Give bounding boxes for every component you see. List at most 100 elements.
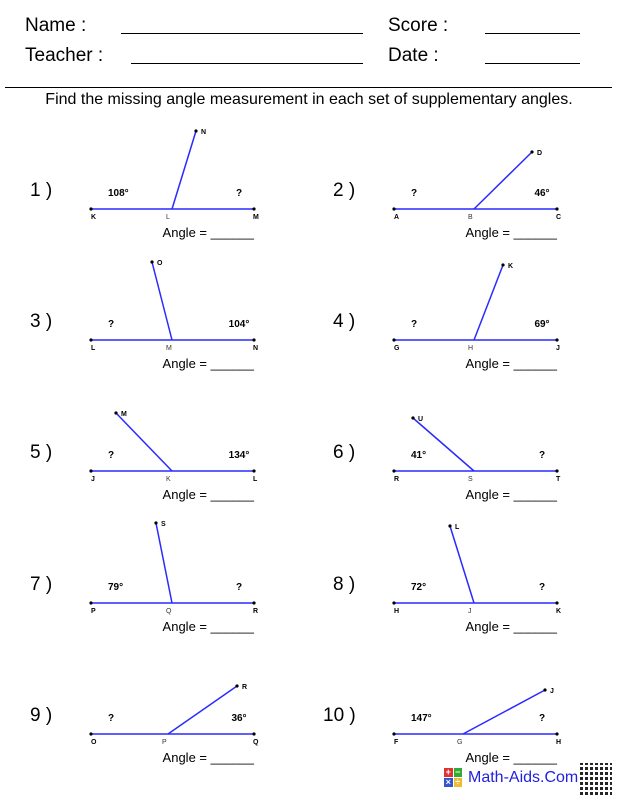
point-dot	[89, 207, 93, 211]
logo-divide: ÷	[453, 777, 462, 787]
point-label: K	[91, 214, 96, 221]
point-dot	[252, 338, 256, 342]
vertex-label: L	[166, 214, 170, 221]
point-dot	[89, 469, 93, 473]
point-label: N	[253, 345, 258, 352]
left-angle-value: 108°	[108, 188, 129, 199]
point-dot	[89, 338, 93, 342]
point-label: H	[556, 739, 561, 746]
angle-ray	[167, 685, 238, 735]
problem-number: 4 )	[333, 311, 355, 332]
point-label: G	[394, 345, 400, 352]
left-angle-value: ?	[108, 450, 114, 461]
point-dot	[252, 207, 256, 211]
teacher-label: Teacher :	[25, 45, 104, 66]
vertex-label: P	[162, 739, 167, 746]
logo-plus: +	[444, 767, 453, 777]
problem-number: 5 )	[30, 442, 52, 463]
point-dot	[114, 411, 118, 415]
left-angle-value: 79°	[108, 582, 123, 593]
problem-number: 9 )	[30, 705, 52, 726]
left-angle-value: 41°	[411, 450, 426, 461]
answer-blank[interactable]: Angle = ______	[163, 619, 255, 634]
point-dot	[89, 601, 93, 605]
right-angle-value: ?	[236, 582, 242, 593]
angle-ray	[155, 522, 173, 604]
angle-ray	[151, 261, 173, 341]
point-label: A	[394, 214, 399, 221]
name-field[interactable]	[121, 33, 363, 34]
point-dot	[392, 207, 396, 211]
answer-blank[interactable]: Angle = ______	[163, 356, 255, 371]
left-angle-value: 147°	[411, 713, 432, 724]
point-label: K	[508, 263, 513, 270]
left-angle-value: ?	[108, 319, 114, 330]
point-label: Q	[253, 739, 259, 746]
math-aids-logo-icon: + − × ÷	[444, 767, 462, 787]
vertex-label: S	[468, 476, 473, 483]
point-dot	[501, 263, 505, 267]
right-angle-value: 36°	[231, 713, 246, 724]
problem-number: 7 )	[30, 574, 52, 595]
vertex-label: B	[468, 214, 473, 221]
brand-link[interactable]: Math-Aids.Com	[468, 769, 579, 786]
answer-blank[interactable]: Angle = ______	[163, 750, 255, 765]
problem-number: 1 )	[30, 180, 52, 201]
problem-number: 3 )	[30, 311, 52, 332]
problem-number: 10 )	[323, 705, 356, 726]
right-angle-value: ?	[539, 582, 545, 593]
point-label: C	[556, 214, 561, 221]
point-label: D	[537, 150, 542, 157]
point-dot	[555, 207, 559, 211]
point-label: L	[253, 476, 258, 483]
point-dot	[252, 732, 256, 736]
point-label: M	[121, 411, 127, 418]
point-label: O	[157, 260, 163, 267]
teacher-field[interactable]	[131, 63, 363, 64]
date-label: Date :	[388, 45, 439, 66]
problem-number: 6 )	[333, 442, 355, 463]
header-divider	[5, 87, 612, 88]
answer-blank[interactable]: Angle = ______	[466, 619, 558, 634]
point-dot	[555, 732, 559, 736]
answer-blank[interactable]: Angle = ______	[466, 356, 558, 371]
right-angle-value: ?	[539, 450, 545, 461]
answer-blank[interactable]: Angle = ______	[163, 225, 255, 240]
angle-ray	[171, 130, 197, 210]
point-label: N	[201, 129, 206, 136]
point-dot	[154, 521, 158, 525]
point-label: R	[253, 608, 258, 615]
point-dot	[392, 601, 396, 605]
point-dot	[555, 601, 559, 605]
point-dot	[392, 338, 396, 342]
point-label: M	[253, 214, 259, 221]
left-angle-value: ?	[108, 713, 114, 724]
point-label: O	[91, 739, 97, 746]
point-dot	[555, 469, 559, 473]
answer-blank[interactable]: Angle = ______	[466, 487, 558, 502]
angle-ray	[473, 264, 504, 341]
score-field[interactable]	[485, 33, 580, 34]
vertex-label: G	[457, 739, 462, 746]
point-dot	[89, 732, 93, 736]
point-dot	[448, 524, 452, 528]
point-dot	[252, 469, 256, 473]
score-label: Score :	[388, 15, 449, 36]
point-label: F	[394, 739, 399, 746]
right-angle-value: 104°	[229, 319, 250, 330]
point-dot	[530, 150, 534, 154]
right-angle-value: 69°	[534, 319, 549, 330]
answer-blank[interactable]: Angle = ______	[466, 750, 558, 765]
vertex-label: H	[468, 345, 473, 352]
date-field[interactable]	[485, 63, 580, 64]
logo-minus: −	[453, 767, 462, 777]
right-angle-value: ?	[236, 188, 242, 199]
answer-blank[interactable]: Angle = ______	[466, 225, 558, 240]
answer-blank[interactable]: Angle = ______	[163, 487, 255, 502]
point-label: S	[161, 521, 166, 528]
left-angle-value: 72°	[411, 582, 426, 593]
name-label: Name :	[25, 15, 87, 36]
right-angle-value: 134°	[229, 450, 250, 461]
vertex-label: J	[468, 608, 472, 615]
